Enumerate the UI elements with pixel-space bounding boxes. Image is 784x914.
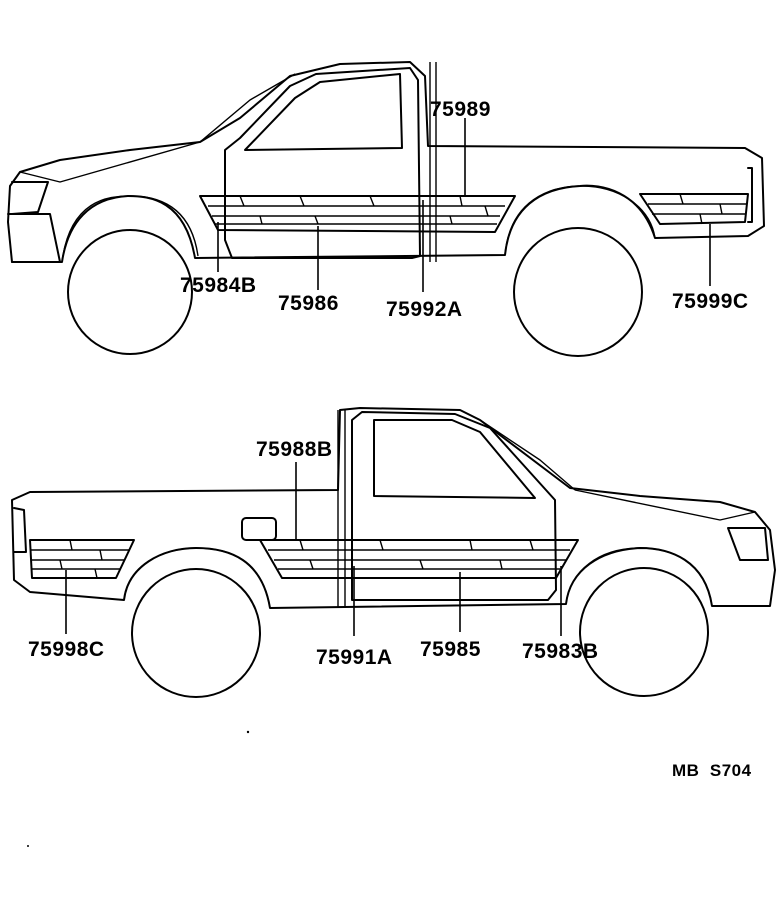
speck-mark [27,845,29,847]
label-75998C: 75998C [28,638,105,661]
truck-top-bumper [7,213,61,263]
truck-top-windshield [199,73,296,143]
truck-top-door [224,67,421,259]
label-75984B: 75984B [180,274,257,297]
label-75989: 75989 [430,98,491,121]
truck-bottom-rear-wheel [131,568,261,698]
truck-bottom-window [373,419,536,499]
truck-top-headlight [11,181,49,215]
speck-mark [246,730,250,734]
truck-bottom-rear-arch [123,547,271,609]
truck-bottom-pillar-strip [337,410,346,608]
label-75991A: 75991A [316,646,393,669]
truck-top-rear-arch [504,185,656,256]
truck-bottom-bed-moulding [29,539,135,579]
truck-top-window [244,73,403,151]
truck-bottom-taillight [13,507,27,553]
label-75988B: 75988B [256,438,333,461]
label-75983B: 75983B [522,640,599,663]
truck-bottom-door [351,411,557,601]
truck-bottom-headlight [727,527,769,561]
truck-bottom-view: 75988B 75998C 75991A 75985 75983B [11,407,776,698]
label-75992A: 75992A [386,298,463,321]
truck-top-taillight [747,167,753,223]
truck-top-door-moulding [199,195,516,233]
truck-bottom-front-arch [565,547,713,607]
label-75999C: 75999C [672,290,749,313]
truck-top-bed-moulding [639,193,749,225]
truck-bottom-hood-line [574,489,756,521]
truck-top-hood-line [19,141,201,183]
truck-top-front-wheel [67,229,193,355]
truck-bottom-windshield [479,419,576,491]
label-75985: 75985 [420,638,481,661]
label-75986: 75986 [278,292,339,315]
truck-top-pillar-strip [429,62,437,262]
truck-bottom-door-moulding [259,539,579,579]
truck-top-front-arch [61,195,199,263]
truck-top-rear-wheel [513,227,643,357]
truck-bottom-front-wheel [579,567,709,697]
figure-code: MB S704 [672,761,752,780]
truck-bottom-fuel-door [241,517,277,541]
truck-top-view: 75989 75984B 75986 75992A 75999C [7,61,765,357]
